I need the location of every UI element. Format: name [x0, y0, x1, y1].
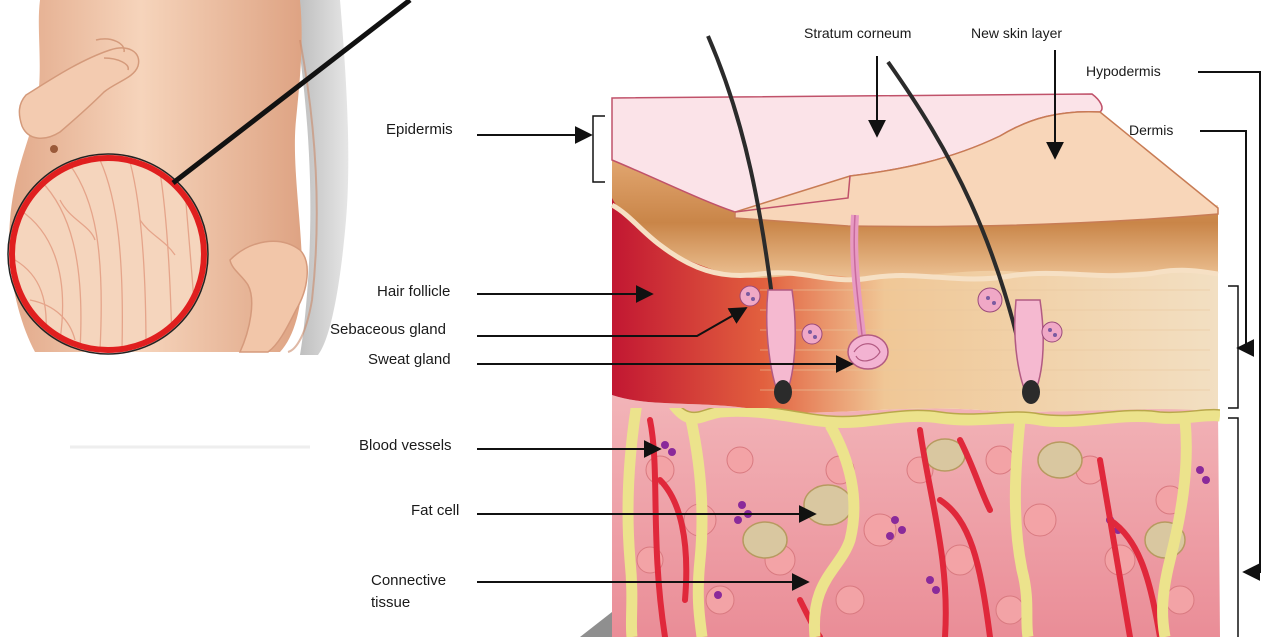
label-connective-tissue-line2: tissue: [371, 594, 410, 612]
label-sweat-gland: Sweat gland: [368, 351, 451, 369]
label-sebaceous-gland: Sebaceous gland: [330, 321, 446, 339]
label-connective-tissue-line1: Connective: [371, 572, 446, 590]
label-hair-follicle: Hair follicle: [377, 283, 450, 301]
label-blood-vessels: Blood vessels: [359, 437, 452, 455]
label-epidermis: Epidermis: [386, 121, 453, 139]
label-new-skin-layer: New skin layer: [971, 24, 1062, 42]
label-dermis: Dermis: [1129, 121, 1173, 139]
label-hypodermis: Hypodermis: [1086, 62, 1161, 80]
label-stratum-corneum: Stratum corneum: [804, 24, 911, 42]
label-fat-cell: Fat cell: [411, 502, 459, 520]
